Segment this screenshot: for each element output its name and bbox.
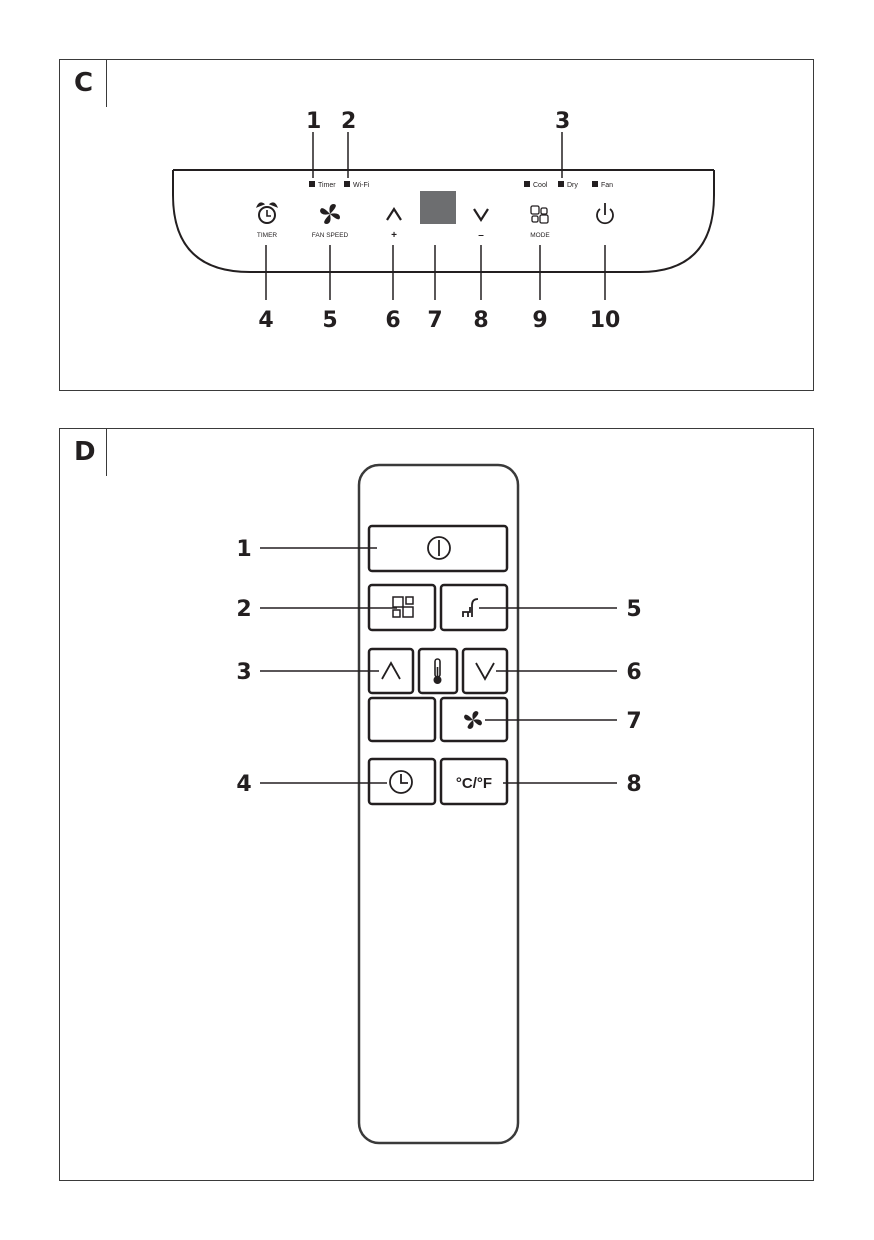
callout-5: 5	[626, 597, 641, 622]
panel-d-remote-control: D	[59, 428, 814, 1181]
callout-1: 1	[236, 537, 251, 562]
remote-thermometer-indicator	[417, 647, 459, 695]
control-panel-diagram: 1 2 3 Timer Wi-Fi Cool Dry Fan TIMER	[172, 109, 715, 333]
fan-icon	[320, 204, 340, 224]
minus-label: –	[478, 230, 484, 241]
remote-power-button[interactable]	[367, 524, 509, 573]
timer-label: TIMER	[257, 232, 278, 239]
clock-icon	[389, 770, 413, 794]
callout-6: 6	[385, 308, 400, 333]
power-button[interactable]	[596, 203, 614, 225]
chevron-up-icon	[381, 661, 401, 680]
swing-icon	[462, 598, 479, 617]
callout-3: 3	[555, 109, 570, 134]
remote-blank-button[interactable]	[367, 696, 437, 743]
wifi-indicator-light	[344, 181, 350, 187]
timer-button[interactable]: TIMER	[255, 202, 279, 239]
fan-speed-button[interactable]: FAN SPEED	[312, 204, 349, 239]
timer-indicator-light	[309, 181, 315, 187]
chevron-down-icon	[475, 662, 495, 681]
callout-5: 5	[322, 308, 337, 333]
power-icon	[427, 536, 451, 560]
fan-icon	[464, 711, 482, 729]
panel-c-control-panel: C 1 2 3 Timer Wi-Fi Cool Dry Fan	[59, 59, 814, 391]
remote-control-diagram: °C/°F 1 2 3 4 5 6 7 8	[236, 463, 642, 1145]
panel-label-tab: C	[60, 60, 107, 107]
callout-7: 7	[626, 709, 641, 734]
callout-6: 6	[626, 660, 641, 685]
plus-label: +	[391, 230, 397, 241]
temperature-down-button[interactable]: –	[473, 208, 489, 241]
callout-7: 7	[427, 308, 442, 333]
callout-4: 4	[258, 308, 273, 333]
panel-label: D	[74, 437, 96, 467]
dry-indicator-light	[558, 181, 564, 187]
unit-toggle-label: °C/°F	[456, 775, 492, 792]
panel-outline	[172, 170, 715, 273]
fan-speed-label: FAN SPEED	[312, 232, 349, 239]
panel-label: C	[74, 68, 94, 98]
fan-indicator-label: Fan	[601, 182, 613, 189]
callout-1: 1	[306, 109, 321, 134]
wifi-indicator-label: Wi-Fi	[353, 182, 370, 189]
panel-label-tab: D	[60, 429, 107, 476]
callout-4: 4	[236, 772, 251, 797]
thermometer-icon	[433, 658, 442, 684]
callout-3: 3	[236, 660, 251, 685]
chevron-down-icon	[473, 208, 489, 223]
chevron-up-icon	[386, 206, 402, 221]
callout-10: 10	[590, 308, 621, 333]
remote-timer-button[interactable]	[367, 757, 437, 806]
callout-9: 9	[532, 308, 547, 333]
remote-unit-toggle-button[interactable]: °C/°F	[439, 757, 509, 806]
cool-indicator-label: Cool	[533, 182, 548, 189]
callout-8: 8	[626, 772, 641, 797]
alarm-clock-icon	[255, 202, 279, 224]
fan-indicator-light	[592, 181, 598, 187]
led-display	[420, 191, 456, 224]
mode-icon	[392, 596, 414, 618]
temperature-up-button[interactable]: +	[386, 206, 402, 241]
mode-label: MODE	[530, 232, 550, 239]
mode-icon	[530, 205, 549, 224]
mode-button[interactable]: MODE	[530, 205, 550, 239]
power-icon	[596, 203, 614, 225]
callout-2: 2	[236, 597, 251, 622]
cool-indicator-light	[524, 181, 530, 187]
callout-8: 8	[473, 308, 488, 333]
dry-indicator-label: Dry	[567, 182, 578, 189]
callout-2: 2	[341, 109, 356, 134]
remote-body	[357, 463, 520, 1145]
timer-indicator-label: Timer	[318, 182, 336, 189]
